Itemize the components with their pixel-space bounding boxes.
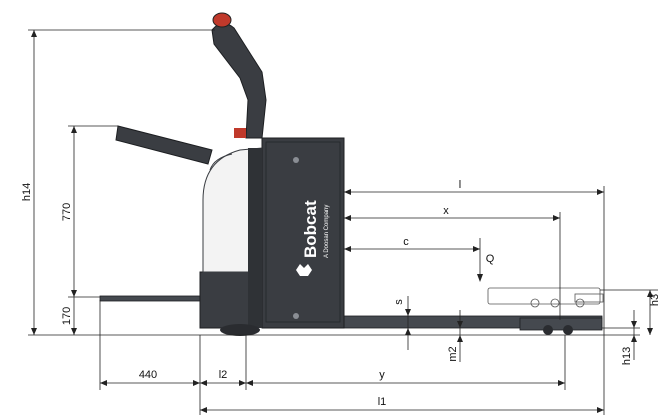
- brand-logo: Bobcat A Doosan Company: [301, 200, 330, 258]
- label-170: 170: [61, 307, 73, 325]
- label-h3: h3: [649, 294, 658, 306]
- raised-roller-1: [530, 298, 540, 308]
- cover-edge: [209, 153, 233, 171]
- raised-fork: [487, 287, 601, 305]
- label-770: 770: [61, 203, 73, 221]
- tiller-red-knob: [212, 12, 232, 28]
- dimension-labels: h14 770 170 440 l2 y l1 l x c Q s m2 h13…: [21, 179, 658, 408]
- label-x: x: [443, 205, 449, 217]
- label-l1: l1: [378, 396, 387, 408]
- raised-roller-3: [575, 298, 585, 308]
- panel-screw-top: [293, 157, 299, 163]
- bobcat-head-icon: [296, 264, 312, 276]
- brand-name: Bobcat: [301, 200, 320, 258]
- label-q: Q: [486, 253, 495, 265]
- load-roller-2: [563, 325, 573, 335]
- chassis-body: [261, 137, 345, 329]
- drive-wheel: [220, 324, 260, 336]
- label-h14: h14: [21, 183, 33, 201]
- label-440: 440: [139, 369, 157, 381]
- operator-platform: [99, 295, 201, 302]
- backrest-arm: [115, 125, 213, 165]
- fork-tip-section: [519, 317, 603, 331]
- panel-screw-bottom: [293, 313, 299, 319]
- label-m2: m2: [447, 346, 459, 361]
- raised-fork-tip: [574, 293, 604, 303]
- tiller-red-base: [234, 128, 246, 138]
- raised-roller-2: [550, 298, 560, 308]
- label-l: l: [459, 179, 461, 191]
- label-h13: h13: [621, 347, 633, 365]
- pallet-truck-illustration: Bobcat A Doosan Company: [99, 12, 604, 336]
- label-c: c: [403, 236, 409, 248]
- chassis-column: [248, 148, 262, 328]
- label-y: y: [379, 369, 385, 381]
- dimension-lines: [28, 29, 658, 415]
- label-s: s: [393, 299, 405, 305]
- load-roller-1: [543, 325, 553, 335]
- label-l2: l2: [219, 369, 228, 381]
- tiller-handle: [211, 23, 267, 139]
- raised-fork-outline: [487, 287, 604, 308]
- brand-tagline: A Doosan Company: [324, 205, 330, 258]
- chassis-panel: [265, 141, 341, 323]
